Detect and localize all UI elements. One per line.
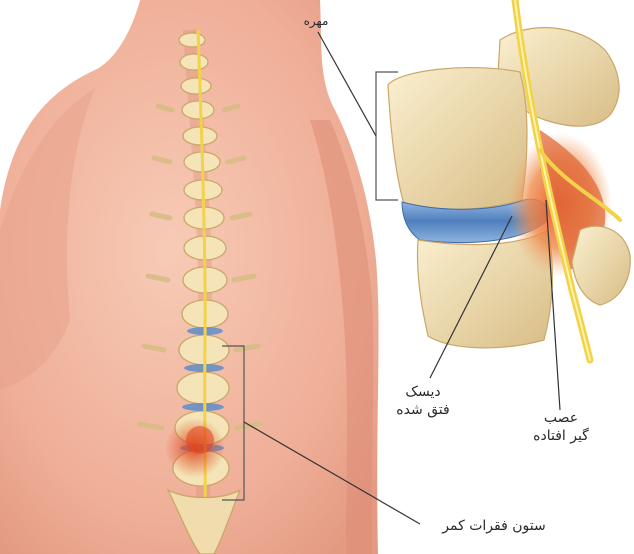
label-herniated-disc: دیسک فتق شده [388, 384, 458, 419]
label-nerve-line2: گیر افتاده [518, 428, 604, 446]
label-disc-line1: دیسک [388, 384, 458, 402]
label-spine-text: ستون فقرات کمر [442, 518, 545, 534]
label-lumbar-spine: ستون فقرات کمر [424, 518, 564, 536]
label-disc-line2: فتق شده [388, 402, 458, 420]
label-vertebra: مهره [286, 14, 346, 29]
label-nerve-line1: عصب [518, 410, 604, 428]
label-vertebra-text: مهره [304, 14, 329, 28]
label-trapped-nerve: عصب گیر افتاده [518, 410, 604, 445]
